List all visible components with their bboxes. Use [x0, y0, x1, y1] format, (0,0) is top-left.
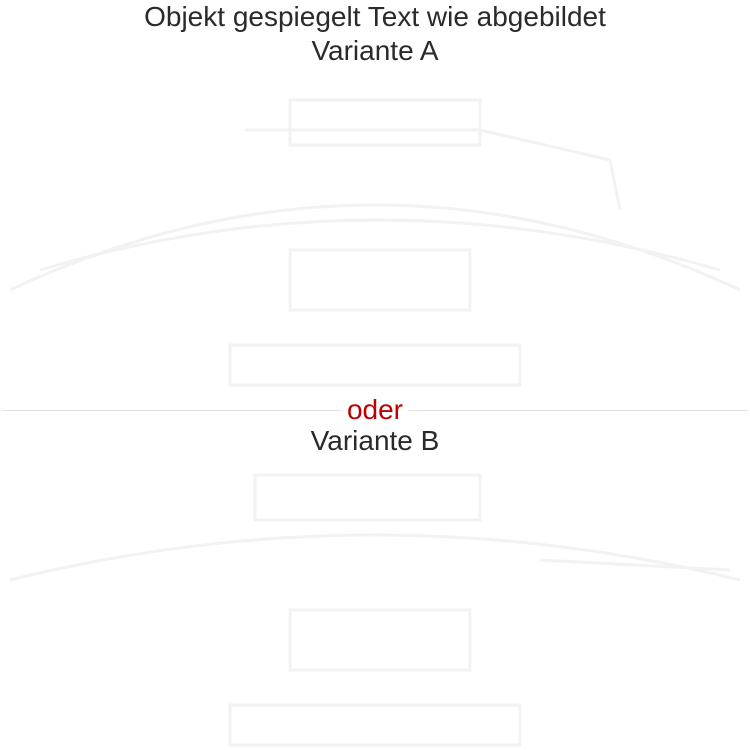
variant-a-engraving-graphic — [9, 98, 741, 387]
variant-b-label: Variante B — [310, 425, 440, 456]
variant-b-engraving-graphic — [9, 473, 741, 747]
separator-label: oder — [340, 394, 410, 425]
variant-a-label: Variante A — [311, 35, 439, 66]
separator-or: oder — [0, 394, 750, 426]
page-title: Objekt gespiegelt Text wie abgebildet — [144, 1, 606, 32]
